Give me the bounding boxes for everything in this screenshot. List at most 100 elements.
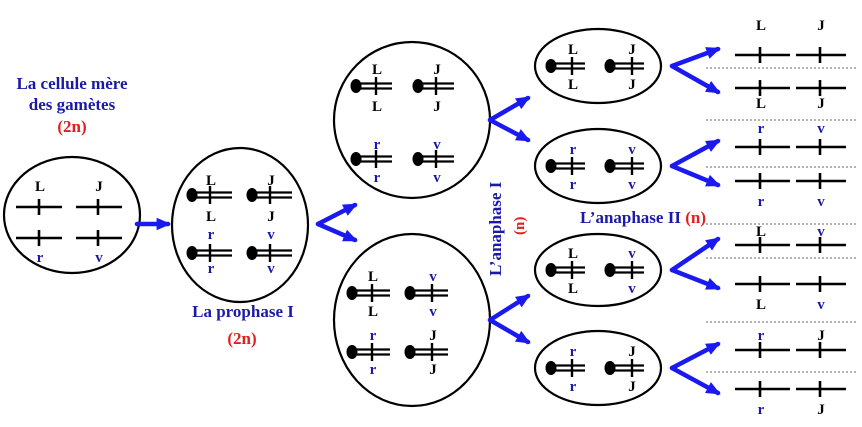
arrow-cell1-to-gamete-lower-head xyxy=(705,80,721,94)
allele-J: J xyxy=(817,328,825,344)
cell-mother xyxy=(2,155,142,275)
arrow-cell4-to-gamete-upper-head xyxy=(705,342,721,355)
allele-r: r xyxy=(758,194,765,210)
a2-1-right-centromere xyxy=(604,159,616,173)
a1t-L-centromere xyxy=(350,79,362,93)
prophase-label: La prophase I xyxy=(192,302,294,321)
allele-J: J xyxy=(628,42,636,58)
arrow-a1top-to-cell2-head xyxy=(515,129,531,142)
allele-r: r xyxy=(374,137,381,153)
allele-L: L xyxy=(756,224,766,240)
a2-2-right-centromere xyxy=(604,263,616,277)
arrow-cell3-to-gamete-upper-head xyxy=(705,237,721,251)
allele-J: J xyxy=(429,328,437,344)
allele-r: r xyxy=(37,250,44,266)
arrow-cell3-to-gamete-lower-head xyxy=(705,278,721,290)
pro-v-centromere xyxy=(246,246,258,260)
allele-L: L xyxy=(568,42,578,58)
mother-cell-label-line1: La cellule mère xyxy=(16,74,128,93)
allele-r: r xyxy=(370,362,377,378)
cell-layer xyxy=(2,27,663,408)
allele-v: v xyxy=(628,281,636,297)
arrow-mother-to-prophase-head xyxy=(156,217,171,231)
allele-v: v xyxy=(95,250,103,266)
divider-layer xyxy=(706,67,858,373)
allele-r: r xyxy=(758,121,765,137)
a2-2-left-centromere xyxy=(545,263,557,277)
arrow-prophase-to-bottom-head xyxy=(342,229,358,242)
allele-v: v xyxy=(817,121,825,137)
arrow-a1bot-to-cell4-head xyxy=(515,330,531,344)
mother-cell-label: La cellule mère des gamètes xyxy=(2,73,142,115)
allele-J: J xyxy=(267,173,275,189)
allele-L: L xyxy=(206,209,216,225)
allele-r: r xyxy=(570,344,577,360)
prophase-ploidy: (2n) xyxy=(227,329,257,348)
allele-r: r xyxy=(374,170,381,186)
arrow-cell4-to-gamete-lower-head xyxy=(705,382,721,395)
allele-v: v xyxy=(628,246,636,262)
a2-0-right-centromere xyxy=(604,59,616,73)
chromosome-layer xyxy=(16,47,846,397)
mother-cell-label-line2: des gamètes xyxy=(28,95,116,114)
allele-J: J xyxy=(95,179,103,195)
allele-v: v xyxy=(267,227,275,243)
allele-v: v xyxy=(429,304,437,320)
allele-L: L xyxy=(756,297,766,313)
allele-r: r xyxy=(758,328,765,344)
allele-J: J xyxy=(817,18,825,34)
allele-v: v xyxy=(433,170,441,186)
a2-1-left-centromere xyxy=(545,159,557,173)
a1t-r-centromere xyxy=(350,152,362,166)
allele-L: L xyxy=(206,173,216,189)
anaphase2-label: L’anaphase II (n) xyxy=(580,208,740,228)
allele-L: L xyxy=(368,269,378,285)
cell-anaphase1-bot xyxy=(332,232,492,408)
allele-L: L xyxy=(372,62,382,78)
allele-v: v xyxy=(817,297,825,313)
allele-v: v xyxy=(817,224,825,240)
allele-J: J xyxy=(429,362,437,378)
allele-v: v xyxy=(628,142,636,158)
allele-J: J xyxy=(628,77,636,93)
allele-J: J xyxy=(628,344,636,360)
cell-anaphase2-3 xyxy=(533,232,663,308)
allele-v: v xyxy=(267,261,275,277)
arrow-layer xyxy=(134,46,721,396)
allele-r: r xyxy=(570,379,577,395)
allele-L: L xyxy=(372,99,382,115)
allele-r: r xyxy=(208,227,215,243)
arrow-cell1-to-gamete-upper-head xyxy=(705,47,721,59)
anaphase2-text: L’anaphase II xyxy=(580,208,681,227)
anaphase2-ploidy: (n) xyxy=(685,208,706,227)
arrow-a1top-to-cell1-head xyxy=(515,96,531,110)
cell-prophase xyxy=(170,146,310,304)
cell-anaphase2-4 xyxy=(533,329,663,407)
allele-L: L xyxy=(368,304,378,320)
pro-r-centromere xyxy=(186,246,198,260)
allele-v: v xyxy=(429,269,437,285)
a2-0-left-centromere xyxy=(545,59,557,73)
allele-J: J xyxy=(817,96,825,112)
a1t-J-centromere xyxy=(412,79,424,93)
allele-r: r xyxy=(208,261,215,277)
allele-v: v xyxy=(817,194,825,210)
allele-L: L xyxy=(568,77,578,93)
mother-cell-ploidy: (2n) xyxy=(57,117,87,136)
allele-r: r xyxy=(570,142,577,158)
arrow-cell2-to-gamete-upper-head xyxy=(705,139,721,152)
allele-r: r xyxy=(570,177,577,193)
allele-J: J xyxy=(628,379,636,395)
a1t-v-centromere xyxy=(412,152,424,166)
pro-L-centromere xyxy=(186,188,198,202)
cell-anaphase1-top xyxy=(332,40,492,200)
allele-L: L xyxy=(35,179,45,195)
allele-L: L xyxy=(568,246,578,262)
cell-anaphase2-2 xyxy=(533,127,663,205)
allele-r: r xyxy=(370,328,377,344)
arrow-prophase-to-top-head xyxy=(342,203,358,216)
arrow-cell2-to-gamete-lower-head xyxy=(705,174,721,187)
pro-J-centromere xyxy=(246,188,258,202)
cell-anaphase2-1 xyxy=(533,27,663,105)
